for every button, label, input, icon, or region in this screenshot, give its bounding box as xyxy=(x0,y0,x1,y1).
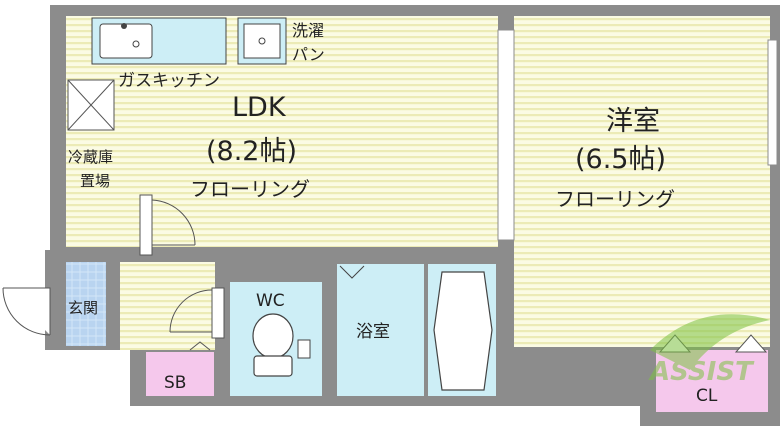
toilet-icon xyxy=(252,313,294,377)
fridge-label-2: 置場 xyxy=(80,172,110,190)
western-floor: フローリング xyxy=(555,187,675,211)
wc-label: WC xyxy=(256,291,285,311)
western-size: (6.5帖) xyxy=(575,144,666,175)
laundry-label-1: 洗濯 xyxy=(292,21,324,40)
watermark-text: ASSIST xyxy=(648,357,755,387)
bath-label: 浴室 xyxy=(356,322,390,342)
entrance-label: 玄関 xyxy=(68,299,98,317)
hall xyxy=(120,262,215,350)
laundry-label-2: パン xyxy=(292,45,325,64)
fridge-space xyxy=(67,79,115,131)
western-room xyxy=(514,16,770,347)
western-name: 洋室 xyxy=(606,106,660,137)
bathtub-icon xyxy=(433,271,493,391)
wc-sink-icon xyxy=(297,339,311,359)
ldk-name: LDK xyxy=(232,92,287,123)
watermark-logo: ASSIST xyxy=(648,314,770,387)
bath-room xyxy=(337,264,424,396)
shoebox-label: SB xyxy=(164,373,186,393)
fridge-label-1: 冷蔵庫 xyxy=(68,148,113,166)
kitchen-label: ガスキッチン xyxy=(118,71,220,91)
sink-icon xyxy=(99,23,153,59)
ldk-floor: フローリング xyxy=(190,177,310,201)
entrance-door[interactable] xyxy=(2,287,51,336)
shoebox xyxy=(146,352,214,396)
ldk-size: (8.2帖) xyxy=(206,136,297,167)
entrance xyxy=(66,262,106,346)
wc-door[interactable] xyxy=(169,287,225,351)
ldk-door[interactable] xyxy=(139,194,196,256)
closet-label: CL xyxy=(696,386,718,406)
